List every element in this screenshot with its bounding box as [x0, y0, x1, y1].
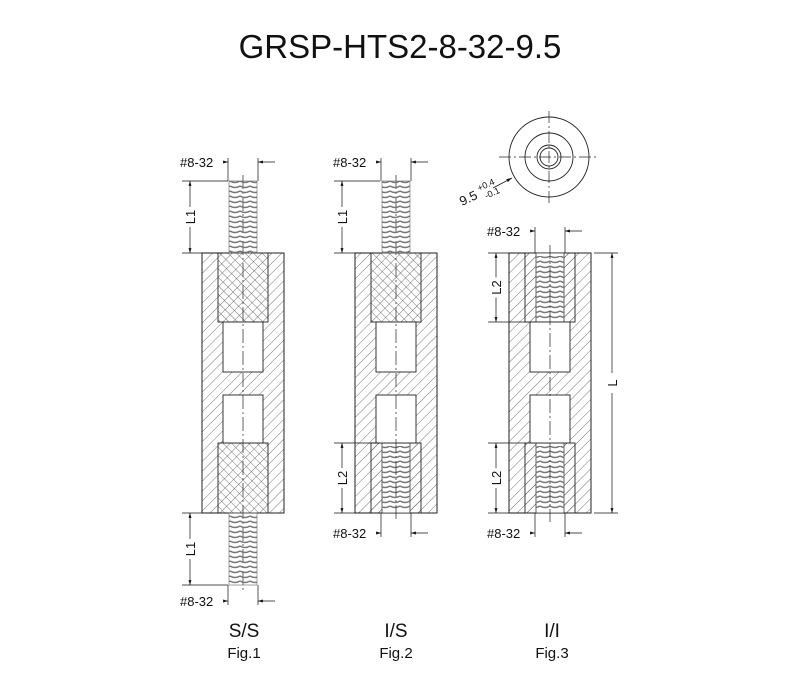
dimension-label-l1: L1	[335, 210, 350, 224]
figure-caption-2: I/S Fig.2	[346, 621, 446, 662]
dimension-label-l1: L1	[183, 210, 198, 224]
thread-label: #8-32	[487, 526, 520, 541]
label-bg	[489, 468, 503, 488]
label-bg	[489, 277, 503, 298]
figure-number: Fig.3	[535, 645, 569, 662]
svg-text:9.5 +0.4 -0.1: 9.5 +0.4 -0.1	[454, 171, 503, 211]
dimension-label-l2: L2	[489, 471, 504, 485]
thread-label: #8-32	[487, 224, 520, 239]
figure-type: S/S	[228, 621, 260, 642]
internal-thread	[536, 256, 564, 319]
figure-number: Fig.2	[379, 645, 413, 662]
label-bg	[183, 207, 197, 227]
thread-label: #8-32	[180, 155, 213, 170]
label-bg	[335, 207, 349, 227]
thread-label: #8-32	[180, 594, 213, 609]
threaded-stud	[228, 180, 258, 254]
thread-label: #8-32	[333, 155, 366, 170]
diameter-value: 9.5	[457, 187, 480, 208]
threaded-stud	[381, 180, 411, 254]
label-bg	[335, 468, 349, 488]
dimension-label-l1: L1	[183, 542, 198, 556]
threaded-stud	[228, 512, 258, 586]
label-bg	[605, 373, 619, 393]
label-bg	[183, 539, 197, 559]
drawing-title: GRSP-HTS2-8-32-9.5	[238, 28, 562, 65]
end-view: 9.5 +0.4 -0.1	[454, 111, 599, 211]
figure-type: I/S	[384, 621, 408, 642]
dimension-label-l: L	[605, 379, 620, 386]
dimension-label-l2: L2	[335, 471, 350, 485]
dimension-label-l2: L2	[489, 280, 504, 294]
figure-caption-3: I/I Fig.3	[502, 621, 602, 662]
figure-type: I/I	[544, 621, 560, 642]
thread-label: #8-32	[333, 526, 366, 541]
figure-number: Fig.1	[227, 645, 261, 662]
figure-caption-1: S/S Fig.1	[194, 621, 294, 662]
